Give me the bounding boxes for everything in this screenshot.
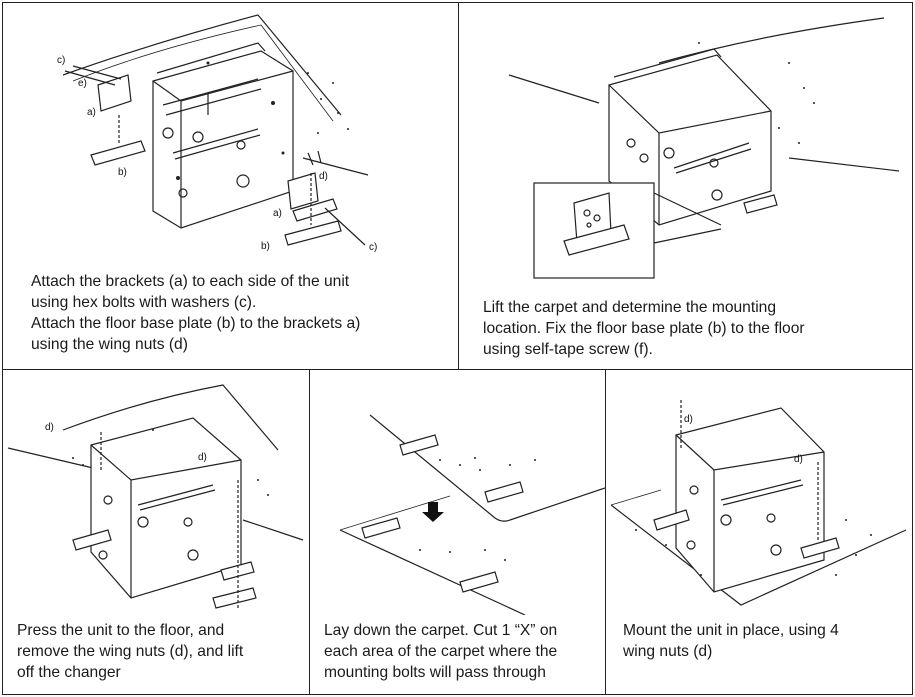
- label-e: e): [78, 78, 87, 89]
- caption-line: Attach the brackets (a) to each side of …: [31, 273, 350, 290]
- step-caption: Mount the unit in place, using 4 wing nu…: [623, 620, 839, 662]
- step-panel-attach-brackets: c) e) a) b) d) a) b) c) Attach the brack…: [2, 2, 459, 370]
- step-panel-mount-unit: d) d) Mount the unit in place, using 4 w…: [605, 369, 913, 695]
- label-c-right: c): [369, 242, 377, 253]
- attach-brackets-illustration: c) e) a) b) d) a) b) c): [57, 14, 377, 253]
- caption-line: Lift the carpet and determine the mounti…: [483, 299, 776, 316]
- caption-line: location. Fix the floor base plate (b) t…: [483, 320, 805, 337]
- step-caption: Press the unit to the floor, and remove …: [17, 620, 243, 683]
- caption-line: wing nuts (d): [623, 643, 713, 660]
- caption-line: Attach the floor base plate (b) to the b…: [31, 315, 361, 332]
- label-d-left: d): [45, 422, 54, 433]
- fix-base-plate-illustration: [508, 17, 900, 279]
- caption-line: off the changer: [17, 664, 121, 681]
- caption-line: using the wing nuts (d): [31, 336, 188, 353]
- label-b-left: b): [118, 167, 127, 178]
- step-panel-fix-base-plate: Lift the carpet and determine the mounti…: [458, 2, 913, 370]
- caption-line: using self-tape screw (f).: [483, 341, 653, 358]
- label-d-right: d): [794, 454, 803, 465]
- mount-unit-illustration: d) d): [610, 400, 907, 606]
- caption-line: each area of the carpet where the: [324, 643, 558, 660]
- step-caption: Attach the brackets (a) to each side of …: [31, 271, 360, 355]
- step-caption: Lift the carpet and determine the mounti…: [483, 297, 805, 360]
- lay-carpet-illustration: [339, 414, 605, 615]
- label-c-left: c): [57, 55, 65, 66]
- caption-line: using hex bolts with washers (c).: [31, 294, 257, 311]
- step-caption: Lay down the carpet. Cut 1 “X” on each a…: [324, 620, 557, 683]
- caption-line: remove the wing nuts (d), and lift: [17, 643, 244, 660]
- step-panel-remove-wing-nuts: d) d) Press the unit to the floor, and r…: [2, 369, 310, 695]
- label-d-left: d): [684, 414, 693, 425]
- caption-line: Lay down the carpet. Cut 1 “X” on: [324, 622, 558, 639]
- caption-line: mounting bolts will pass through: [324, 664, 546, 681]
- label-a-left: a): [87, 107, 96, 118]
- label-d-right: d): [198, 452, 207, 463]
- step-panel-lay-carpet: Lay down the carpet. Cut 1 “X” on each a…: [309, 369, 606, 695]
- label-a-right: a): [273, 208, 282, 219]
- caption-line: Mount the unit in place, using 4: [623, 622, 839, 639]
- caption-line: Press the unit to the floor, and: [17, 622, 225, 639]
- label-d: d): [319, 171, 328, 182]
- remove-wing-nuts-illustration: d) d): [7, 384, 304, 609]
- label-b-right: b): [261, 241, 270, 252]
